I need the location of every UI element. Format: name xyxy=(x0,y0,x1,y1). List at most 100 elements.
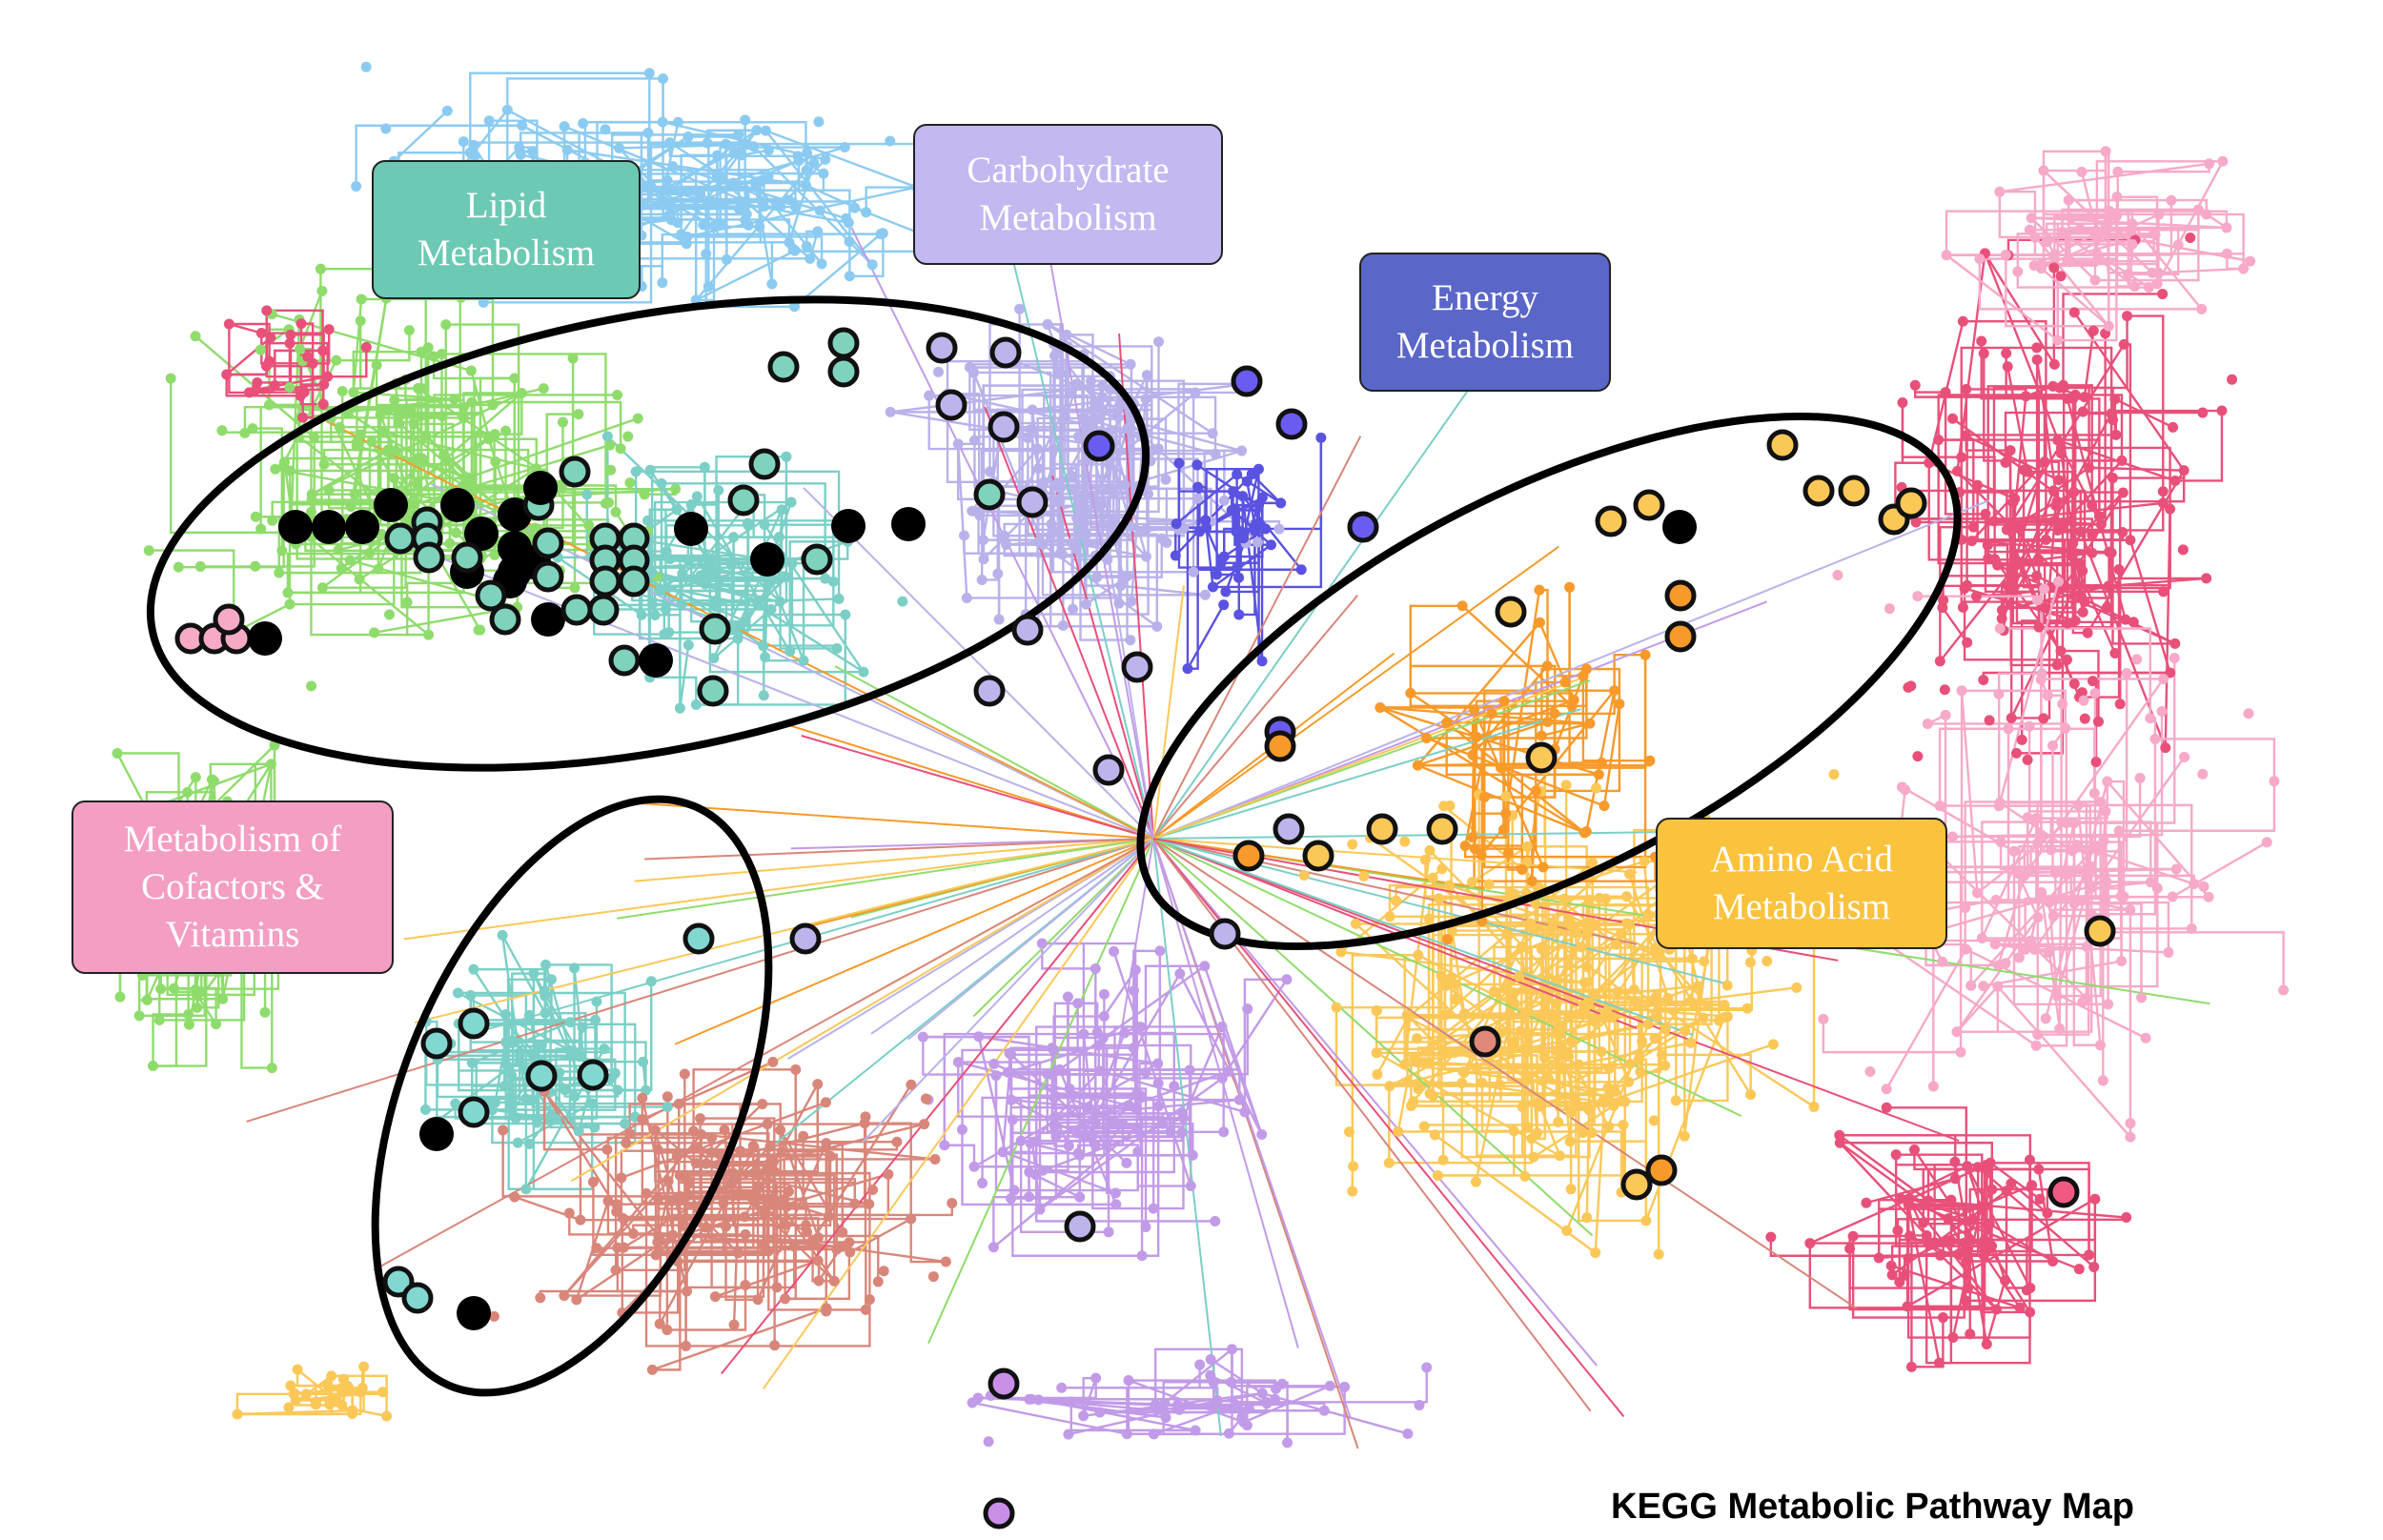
pathway-node xyxy=(1099,1011,1110,1022)
pathway-node xyxy=(1001,539,1011,550)
pathway-node xyxy=(2166,195,2176,206)
pathway-node xyxy=(1935,1250,1945,1261)
highlighted-metabolite xyxy=(419,1117,454,1151)
pathway-node xyxy=(750,1188,761,1199)
pathway-node xyxy=(2036,887,2047,898)
pathway-node xyxy=(1555,1150,1565,1161)
pathway-edge xyxy=(1153,832,1688,839)
pathway-node xyxy=(647,1365,658,1375)
pathway-node xyxy=(2062,618,2072,629)
pathway-node xyxy=(662,1325,672,1335)
highlighted-metabolite xyxy=(580,1062,606,1088)
pathway-node xyxy=(1066,1396,1076,1407)
pathway-node xyxy=(326,1370,336,1381)
pathway-node xyxy=(1864,1066,1875,1077)
pathway-node xyxy=(216,425,227,436)
pathway-node xyxy=(2114,564,2125,575)
pathway-node xyxy=(560,121,570,132)
pathway-node xyxy=(2112,167,2123,177)
pathway-node xyxy=(1134,1090,1145,1101)
pathway-node xyxy=(701,1159,711,1169)
pathway-node xyxy=(191,984,201,995)
pathway-node xyxy=(1962,580,1972,591)
pathway-node xyxy=(2003,580,2013,591)
pathway-node xyxy=(653,1145,663,1155)
pathway-node xyxy=(306,495,316,505)
pathway-node xyxy=(834,594,845,604)
pathway-node xyxy=(728,1167,739,1178)
pathway-node xyxy=(1581,664,1592,675)
pathway-node xyxy=(372,360,382,371)
pathway-node xyxy=(1237,491,1248,501)
pathway-node xyxy=(985,466,995,476)
pathway-node xyxy=(2116,891,2127,902)
pathway-node xyxy=(1522,841,1533,852)
pathway-node xyxy=(1597,758,1607,768)
pathway-node xyxy=(779,1194,789,1205)
pathway-node xyxy=(1194,526,1205,537)
pathway-node xyxy=(558,417,568,428)
pathway-node xyxy=(1049,1111,1060,1122)
pathway-node xyxy=(1176,1127,1187,1138)
pathway-node xyxy=(1233,609,1244,619)
highlighted-metabolite xyxy=(1667,582,1694,609)
pathway-node xyxy=(260,1007,271,1018)
pathway-node xyxy=(820,154,830,165)
pathway-node xyxy=(2075,526,2086,537)
pathway-node xyxy=(182,787,193,798)
pathway-node xyxy=(620,1119,630,1129)
pathway-node xyxy=(1594,769,1604,780)
pathway-node xyxy=(2048,911,2059,922)
pathway-node xyxy=(1046,530,1056,540)
pathway-node xyxy=(265,333,275,343)
pathway-node xyxy=(331,355,341,366)
pathway-edge xyxy=(2109,552,2207,578)
pathway-node xyxy=(1477,1078,1487,1088)
pathway-node xyxy=(1565,1136,1576,1146)
pathway-node xyxy=(763,1119,773,1129)
highlighted-metabolite xyxy=(531,602,565,637)
pathway-node xyxy=(1643,1019,1654,1029)
pathway-node xyxy=(317,582,328,593)
pathway-node xyxy=(1940,684,1950,695)
pathway-node xyxy=(1663,993,1674,1003)
pathway-node xyxy=(1096,405,1107,415)
pathway-node xyxy=(733,634,743,644)
pathway-node xyxy=(1141,524,1151,535)
pathway-node xyxy=(2053,577,2064,587)
pathway-node xyxy=(1947,1332,1958,1343)
highlighted-metabolite xyxy=(685,925,712,952)
pathway-node xyxy=(1521,1075,1532,1085)
pathway-node xyxy=(1405,688,1416,699)
pathway-node xyxy=(1933,435,1944,445)
pathway-node xyxy=(1613,986,1623,997)
pathway-node xyxy=(611,1265,621,1275)
pathway-node xyxy=(2185,233,2195,243)
pathway-node xyxy=(1226,1377,1236,1388)
pathway-node xyxy=(2000,1275,2010,1286)
pathway-node xyxy=(2001,1185,2011,1196)
pathway-node xyxy=(1962,638,1972,648)
pathway-node xyxy=(397,408,407,418)
pathway-node xyxy=(858,667,868,678)
pathway-node xyxy=(1467,832,1477,842)
pathway-node xyxy=(261,361,272,372)
pathway-node xyxy=(1223,1066,1233,1077)
highlighted-metabolite xyxy=(621,568,647,595)
pathway-node xyxy=(988,1059,999,1069)
pathway-node xyxy=(2057,699,2067,709)
pathway-node xyxy=(2069,307,2080,317)
pathway-node xyxy=(336,1400,347,1410)
highlighted-metabolite xyxy=(1769,432,1796,458)
pathway-node xyxy=(1892,1226,1903,1236)
pathway-node xyxy=(1129,1043,1139,1053)
pathway-node xyxy=(1978,675,1988,685)
pathway-node xyxy=(742,139,752,150)
highlighted-metabolite xyxy=(374,488,408,522)
pathway-edge xyxy=(2042,674,2163,679)
pathway-node xyxy=(1519,1044,1530,1054)
pathway-node xyxy=(2031,342,2042,353)
pathway-node xyxy=(1174,968,1185,979)
pathway-node xyxy=(781,572,791,582)
pathway-node xyxy=(1654,1249,1664,1260)
